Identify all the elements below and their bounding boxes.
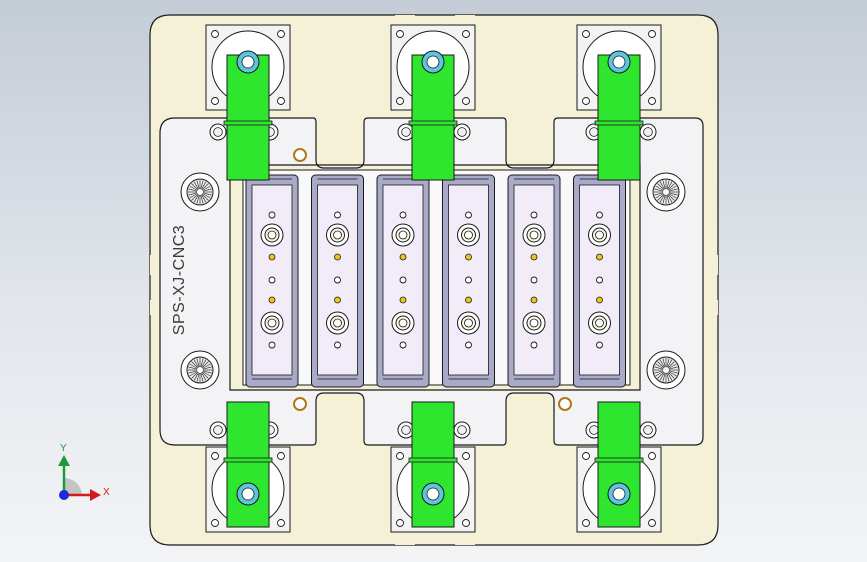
knurled-knob-icon[interactable]: [180, 172, 220, 212]
screw-icon: [453, 421, 471, 439]
carrier-slot[interactable]: [442, 174, 495, 388]
locating-hole: [399, 211, 407, 219]
locating-pin-icon: [596, 296, 603, 304]
carrier-slot[interactable]: [245, 174, 299, 388]
locating-pin-icon: [268, 296, 276, 304]
carrier-slot[interactable]: [311, 174, 364, 388]
clamp-cylinder-icon[interactable]: [205, 24, 291, 181]
locating-pin-icon: [399, 296, 407, 304]
screw-icon: [209, 421, 227, 439]
locating-hole: [596, 276, 603, 284]
knurled-knob-icon[interactable]: [180, 350, 220, 390]
frame-plate: [159, 117, 704, 446]
part-engraving: SPS-XJ-CNC3: [171, 224, 188, 336]
locating-hole: [465, 341, 472, 349]
locating-hole: [596, 341, 603, 349]
locating-pin-icon: [268, 253, 276, 261]
locating-hole: [399, 276, 407, 284]
locating-hole: [530, 211, 538, 219]
locating-pin-icon: [399, 253, 407, 261]
screw-icon: [639, 123, 657, 141]
locating-hole: [334, 276, 341, 284]
axis-y-label: Y: [60, 443, 67, 454]
locating-hole: [399, 341, 407, 349]
locating-hole: [268, 341, 276, 349]
carrier-slot[interactable]: [507, 174, 561, 388]
locating-pin-icon: [596, 253, 603, 261]
clamp-cylinder-icon[interactable]: [390, 24, 476, 181]
locating-hole: [530, 276, 538, 284]
locating-hole: [465, 211, 472, 219]
screw-icon: [453, 123, 471, 141]
axis-x-label: X: [103, 487, 110, 498]
locating-hole: [596, 211, 603, 219]
coordinate-triad-icon: [58, 455, 101, 501]
locating-hole: [465, 276, 472, 284]
clamp-cylinder-icon[interactable]: [205, 401, 291, 533]
locating-pin-icon: [530, 253, 538, 261]
knurled-knob-icon[interactable]: [646, 350, 686, 390]
dowel-icon: [293, 397, 307, 411]
locating-hole: [334, 341, 341, 349]
carrier-slot[interactable]: [376, 174, 430, 388]
clamp-cylinder-icon[interactable]: [390, 401, 476, 533]
screw-icon: [397, 421, 415, 439]
locating-hole: [530, 341, 538, 349]
dowel-icon: [558, 397, 572, 411]
locating-pin-icon: [334, 253, 341, 261]
locating-hole: [268, 276, 276, 284]
clamp-cylinder-icon[interactable]: [576, 24, 662, 181]
locating-pin-icon: [465, 253, 472, 261]
clamp-cylinder-icon[interactable]: [576, 401, 662, 533]
dowel-icon: [293, 148, 307, 162]
carrier-slot[interactable]: [573, 174, 626, 388]
screw-icon: [209, 123, 227, 141]
knurled-knob-icon[interactable]: [646, 172, 686, 212]
screw-icon: [639, 421, 657, 439]
locating-pin-icon: [465, 296, 472, 304]
locating-hole: [334, 211, 341, 219]
locating-hole: [268, 211, 276, 219]
locating-pin-icon: [334, 296, 341, 304]
locating-pin-icon: [530, 296, 538, 304]
